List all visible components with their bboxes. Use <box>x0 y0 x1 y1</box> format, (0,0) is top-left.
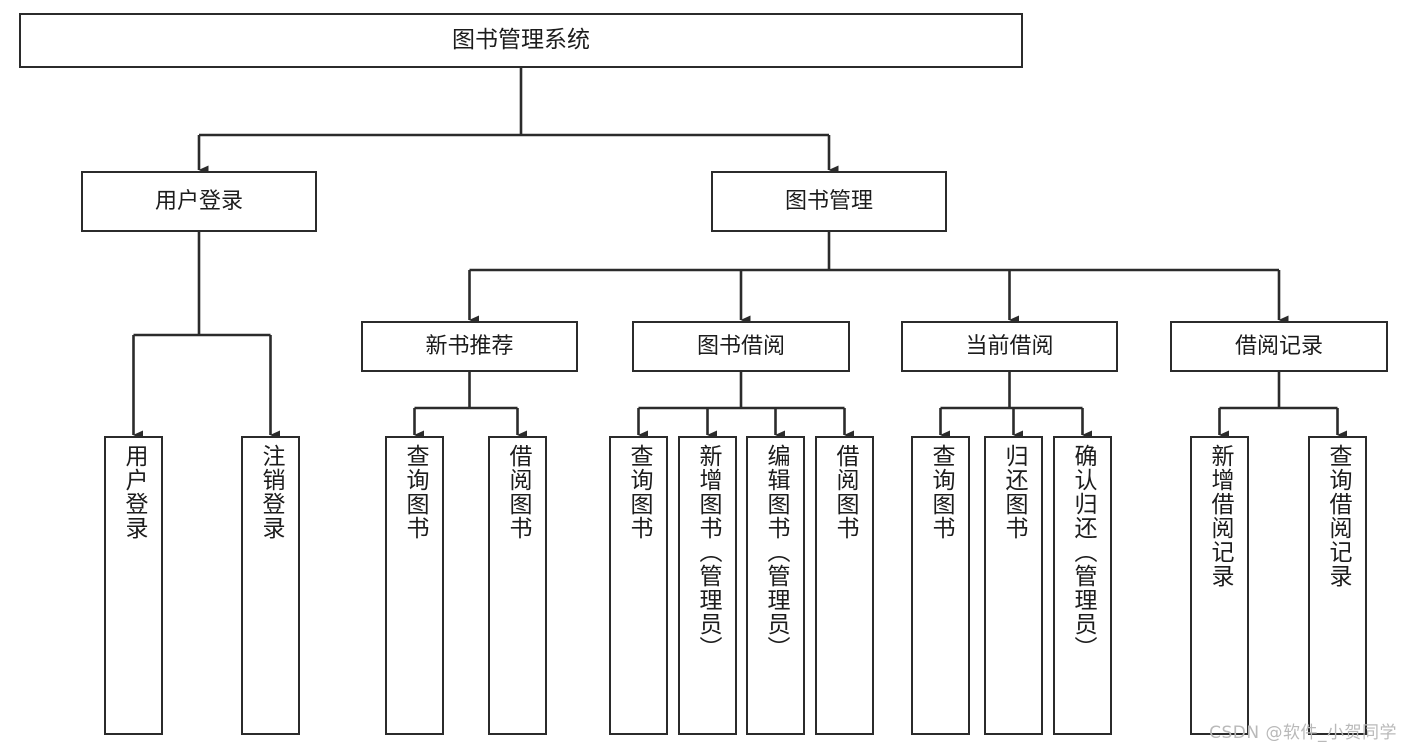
node-borrow-record[interactable]: 借阅记录 <box>1170 321 1388 372</box>
node-label-user-login: 用户登录 <box>154 188 243 214</box>
node-label-leaf-borrow-2: 借阅图书 <box>832 444 858 540</box>
node-leaf-borrow-2[interactable]: 借阅图书 <box>815 436 874 735</box>
node-leaf-borrow-1[interactable]: 借阅图书 <box>488 436 547 735</box>
node-label-leaf-query-3: 查询图书 <box>928 444 954 540</box>
node-leaf-query-2[interactable]: 查询图书 <box>609 436 668 735</box>
node-label-leaf-confirm: 确认归还（管理员） <box>1070 444 1096 660</box>
node-label-leaf-query-1: 查询图书 <box>402 444 428 540</box>
node-label-leaf-logout: 注销登录 <box>258 444 284 540</box>
node-label-leaf-return: 归还图书 <box>1001 444 1027 540</box>
connector-group <box>132 68 1347 440</box>
node-current-borrow[interactable]: 当前借阅 <box>901 321 1118 372</box>
node-user-login[interactable]: 用户登录 <box>81 171 317 232</box>
node-leaf-query-rec[interactable]: 查询借阅记录 <box>1308 436 1367 735</box>
node-label-leaf-add-book: 新增图书（管理员） <box>695 444 721 660</box>
node-new-book-rec[interactable]: 新书推荐 <box>361 321 578 372</box>
node-label-leaf-edit-book: 编辑图书（管理员） <box>763 444 789 660</box>
node-label-leaf-query-rec: 查询借阅记录 <box>1325 444 1351 588</box>
node-leaf-user-login[interactable]: 用户登录 <box>104 436 163 735</box>
node-label-book-borrow: 图书借阅 <box>696 333 785 359</box>
node-label-new-book-rec: 新书推荐 <box>425 333 514 359</box>
node-leaf-return[interactable]: 归还图书 <box>984 436 1043 735</box>
node-leaf-logout[interactable]: 注销登录 <box>241 436 300 735</box>
node-leaf-query-1[interactable]: 查询图书 <box>385 436 444 735</box>
node-label-current-borrow: 当前借阅 <box>965 333 1054 359</box>
node-book-borrow[interactable]: 图书借阅 <box>632 321 850 372</box>
node-leaf-add-book[interactable]: 新增图书（管理员） <box>678 436 737 735</box>
node-root[interactable]: 图书管理系统 <box>19 13 1023 68</box>
node-label-leaf-user-login: 用户登录 <box>121 444 147 540</box>
node-label-leaf-query-2: 查询图书 <box>626 444 652 540</box>
node-label-leaf-add-rec: 新增借阅记录 <box>1207 444 1233 588</box>
node-leaf-confirm[interactable]: 确认归还（管理员） <box>1053 436 1112 735</box>
node-label-book-manage: 图书管理 <box>784 188 873 214</box>
node-label-borrow-record: 借阅记录 <box>1234 333 1323 359</box>
node-book-manage[interactable]: 图书管理 <box>711 171 947 232</box>
node-label-root: 图书管理系统 <box>452 26 590 53</box>
node-leaf-query-3[interactable]: 查询图书 <box>911 436 970 735</box>
node-leaf-add-rec[interactable]: 新增借阅记录 <box>1190 436 1249 735</box>
node-label-leaf-borrow-1: 借阅图书 <box>505 444 531 540</box>
node-leaf-edit-book[interactable]: 编辑图书（管理员） <box>746 436 805 735</box>
